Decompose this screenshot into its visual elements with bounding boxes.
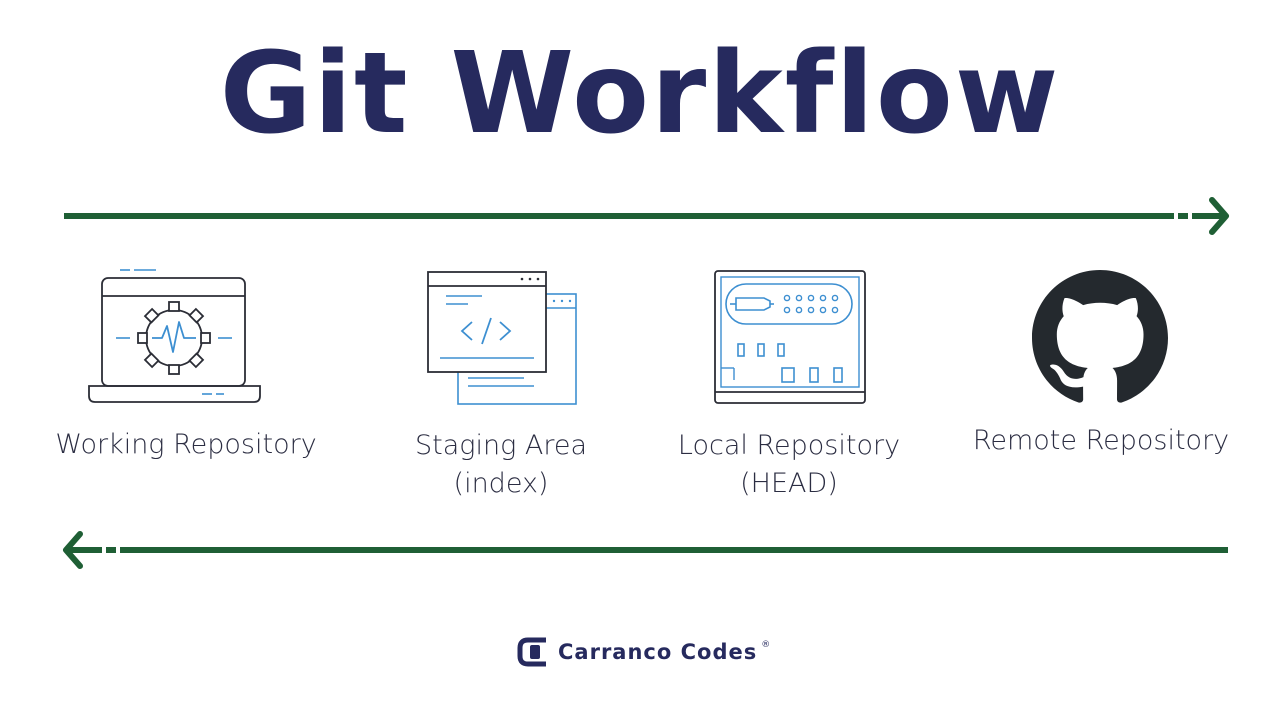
page-title: Git Workflow (219, 29, 1061, 159)
laptop-gear-icon (88, 269, 261, 403)
stage-label-line: Working Repository (55, 429, 317, 460)
stage-label-local-repository: Local Repository (HEAD) (650, 427, 928, 503)
code-window-icon (427, 271, 577, 405)
brand-mark-icon (517, 637, 546, 667)
backward-flow-arrow (63, 531, 1228, 569)
circuit-board-icon (714, 270, 866, 404)
stage-label-line: Local Repository (677, 430, 901, 461)
stage-label-line: Remote Repository (972, 425, 1230, 456)
stage-label-staging-area: Staging Area (index) (370, 427, 632, 503)
stage-label-subline: (index) (453, 468, 549, 499)
stage-label-line: Staging Area (414, 430, 587, 461)
brand-name: Carranco Codes (558, 640, 758, 664)
brand-registered-mark: ® (761, 640, 771, 650)
stage-label-subline: (HEAD) (740, 468, 838, 499)
stage-label-working-repository: Working Repository (36, 426, 336, 464)
stage-label-remote-repository: Remote Repository (962, 422, 1240, 460)
github-icon (1032, 270, 1168, 403)
brand-logo: Carranco Codes ® (516, 632, 770, 672)
forward-flow-arrow (64, 197, 1229, 235)
